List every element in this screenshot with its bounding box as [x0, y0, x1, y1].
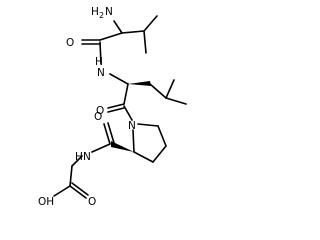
- bond-carbonyl-o-1: [107, 103, 125, 109]
- acid-carbonyl-o-label: O: [88, 196, 96, 208]
- bond-n-calpha: [71, 155, 83, 167]
- bond-calpha-n: [132, 129, 135, 153]
- valine-residue: [81, 15, 158, 65]
- bond-carbonyl-proline-n: [123, 105, 133, 121]
- bond-carbonyl-o-1: [103, 123, 111, 145]
- bond-carbonyl-glycine-n: [91, 143, 111, 153]
- leucine-residue: [107, 73, 187, 121]
- wedge-leucine-sidechain: [128, 81, 151, 86]
- bond-carbonyl-o-2: [107, 107, 125, 113]
- valine-amide-n-label: N: [97, 67, 105, 79]
- bond-cbeta-methyl-bottom: [143, 30, 147, 54]
- bond-calpha-cbeta: [121, 30, 145, 34]
- leucine-carbonyl-o-label: O: [96, 105, 104, 117]
- structure-drawing: H 2 N O H N O N O H N O OH: [38, 6, 187, 208]
- bond-cbeta-cgamma: [149, 83, 167, 99]
- bond-calpha-carboxyl: [69, 165, 73, 187]
- bond-n-cdelta: [137, 123, 159, 127]
- bond-cgamma-methyl-top: [165, 79, 175, 99]
- bond-cgamma-methyl-right: [165, 97, 187, 105]
- bond-calpha-amine: [113, 20, 123, 34]
- bond-cgamma-cbeta: [152, 145, 167, 163]
- valine-amide-h-label: H: [95, 56, 103, 68]
- amine-subscript-label: 2: [99, 11, 104, 20]
- bond-carbonyl-o-2: [107, 122, 115, 144]
- bond-carboxyl-o-2: [71, 182, 89, 196]
- bond-carboxyl-oh: [53, 185, 71, 197]
- bond-calpha-carbonyl: [99, 32, 123, 41]
- glycine-amide-n-label: N: [83, 151, 91, 163]
- valine-carbonyl-o-label: O: [66, 37, 74, 49]
- amine-n-label: N: [105, 6, 113, 18]
- bond-cbeta-methyl-top: [143, 15, 158, 32]
- bond-carbonyl-amide-n: [99, 41, 102, 65]
- amine-h-label: H: [91, 6, 99, 18]
- proline-carbonyl-o-label: O: [94, 111, 102, 123]
- acid-hydroxyl-label: OH: [38, 196, 54, 208]
- proline-ring: [91, 122, 167, 163]
- glycine-residue: [53, 155, 89, 199]
- bond-cdelta-cgamma: [157, 125, 167, 147]
- bond-calpha-carbonyl: [123, 83, 129, 105]
- glycine-amide-h-label: H: [75, 151, 83, 163]
- bond-carboxyl-o-1: [69, 185, 87, 199]
- wedge-proline-carbonyl: [111, 141, 134, 152]
- proline-n-label: N: [128, 120, 136, 132]
- bond-cbeta-calpha: [133, 151, 154, 163]
- bond-amide-n-calpha: [109, 73, 129, 85]
